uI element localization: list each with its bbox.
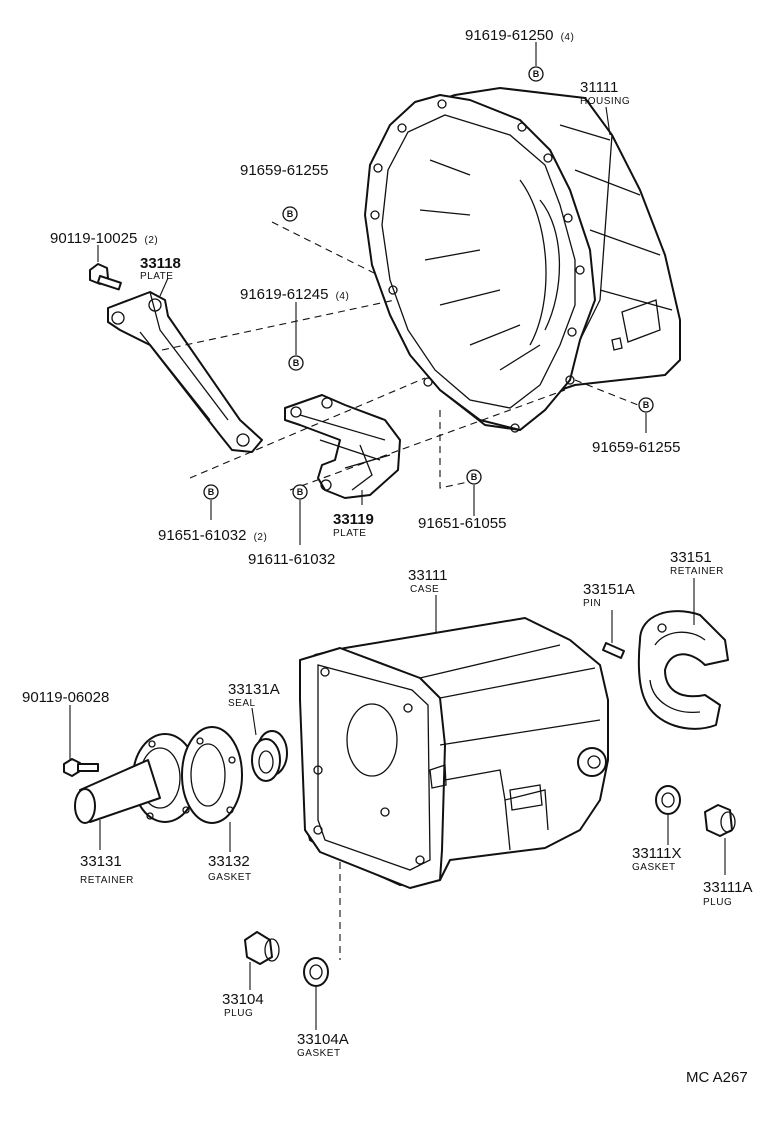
label-33104A: 33104A [297, 1031, 349, 1048]
label-33111-name: CASE [410, 584, 439, 595]
diagram-code: MC A267 [686, 1069, 748, 1086]
label-91659-61255-upper: 91659-61255 [240, 162, 328, 179]
seal-33131A[interactable] [251, 730, 288, 782]
label-91619-61245: 91619-61245 (4) [240, 286, 349, 303]
part-labels: 91619-61250 (4) 31111 HOUSING 91659-6125… [22, 27, 753, 1086]
label-33119-name: PLATE [333, 528, 366, 539]
label-33151: 33151 [670, 549, 712, 566]
svg-text:B: B [533, 69, 540, 79]
svg-text:B: B [208, 487, 215, 497]
bolt-marker-5: B [203, 484, 219, 500]
label-31111: 31111 [580, 79, 618, 96]
retainer-33151[interactable] [637, 610, 729, 730]
bolt-marker-2: B [282, 206, 298, 222]
label-33104A-name: GASKET [297, 1048, 341, 1059]
label-33131-name: RETAINER [80, 875, 134, 886]
label-90119-10025: 90119-10025 (2) [50, 230, 158, 247]
svg-text:B: B [293, 358, 300, 368]
label-33111A-name: PLUG [703, 897, 732, 908]
bolt-marker-6: B [292, 484, 308, 500]
label-33118-name: PLATE [140, 271, 173, 282]
label-33104-name: PLUG [224, 1008, 253, 1019]
clutch-housing[interactable] [364, 87, 681, 433]
plug-33104[interactable] [244, 931, 280, 965]
gasket-33104A[interactable] [303, 957, 329, 987]
leader-lines [69, 42, 726, 1030]
svg-text:B: B [287, 209, 294, 219]
bolt-marker-1: B [528, 66, 544, 82]
bolt-90119-06028[interactable] [63, 758, 99, 777]
gasket-33111X[interactable] [655, 785, 681, 815]
label-33119: 33119 [333, 511, 374, 528]
label-33131: 33131 [80, 853, 122, 870]
label-91651-61032: 91651-61032 (2) [158, 527, 267, 544]
assembly-lines [161, 221, 639, 960]
retainer-33131[interactable] [74, 733, 198, 824]
svg-text:B: B [471, 472, 478, 482]
label-33111: 33111 [408, 567, 448, 584]
label-91611-61032: 91611-61032 [248, 551, 335, 568]
label-91651-61055: 91651-61055 [418, 515, 506, 532]
plate-33119[interactable] [284, 394, 401, 499]
label-33111X: 33111X [632, 845, 682, 862]
bolt-marker-7: B [466, 469, 482, 485]
label-33132: 33132 [208, 853, 250, 870]
label-33151A-name: PIN [583, 598, 601, 609]
label-33151-name: RETAINER [670, 566, 724, 577]
bolt-marker-4: B [638, 397, 654, 413]
label-33131A-name: SEAL [228, 698, 256, 709]
label-33104: 33104 [222, 991, 264, 1008]
label-33111A: 33111A [703, 879, 753, 896]
plug-33111A[interactable] [704, 804, 736, 837]
transmission-case[interactable] [299, 617, 609, 889]
label-90119-06028: 90119-06028 [22, 689, 109, 706]
label-91619-61250: 91619-61250 (4) [465, 27, 574, 44]
svg-text:B: B [643, 400, 650, 410]
plate-33118[interactable] [107, 291, 263, 453]
bolt-90119-10025[interactable] [89, 263, 122, 291]
bolt-marker-3: B [288, 355, 304, 371]
label-31111-name: HOUSING [580, 96, 630, 107]
svg-text:B: B [297, 487, 304, 497]
gasket-33132[interactable] [181, 726, 243, 824]
label-33132-name: GASKET [208, 872, 252, 883]
label-91659-61255-lower: 91659-61255 [592, 439, 680, 456]
pin-33151A[interactable] [602, 642, 625, 659]
label-33111X-name: GASKET [632, 862, 676, 873]
label-33118: 33118 [140, 255, 181, 272]
label-33151A: 33151A [583, 581, 635, 598]
label-33131A: 33131A [228, 681, 280, 698]
